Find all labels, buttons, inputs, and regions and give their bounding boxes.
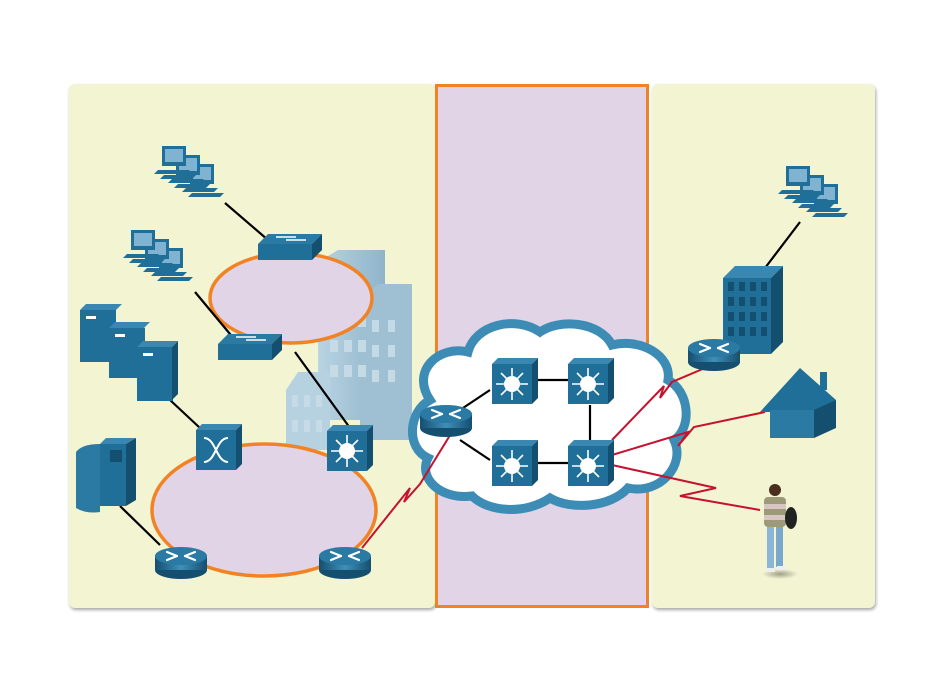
link-building-to-pcs: [764, 221, 801, 269]
lan-ring-top: [208, 251, 374, 345]
workstations-mid-left-icon[interactable]: [123, 230, 193, 281]
ethernet-links: [119, 202, 801, 546]
router-left-1-icon[interactable]: [153, 545, 209, 581]
link-servers-to-atm: [169, 399, 201, 429]
cloud-multilayer-switch-2-icon[interactable]: [567, 357, 615, 405]
workgroup-switch-top-icon[interactable]: [257, 233, 323, 261]
multilayer-switch-left-icon[interactable]: [326, 424, 374, 472]
lan-ring-bottom: [150, 442, 378, 578]
link-pcs-top-to-switch: [224, 202, 269, 241]
cloud-multilayer-switch-4-icon[interactable]: [567, 439, 615, 487]
workstations-top-left-icon[interactable]: [154, 146, 224, 197]
wan-cloud: [408, 319, 691, 514]
serial-links: [361, 367, 766, 549]
serial-link-to-home: [611, 411, 766, 456]
link-mainframe-to-router: [119, 505, 161, 546]
workstations-right-icon[interactable]: [778, 166, 848, 217]
branch-router-icon[interactable]: [686, 337, 742, 373]
mobile-user-icon[interactable]: [762, 484, 798, 579]
file-servers-icon[interactable]: [80, 304, 178, 401]
link-switch-to-l3: [294, 351, 351, 429]
link-cloudrouter-l3-1: [459, 389, 491, 411]
cloud-multilayer-switch-3-icon[interactable]: [491, 439, 539, 487]
mainframe-server-icon[interactable]: [76, 438, 136, 513]
serial-link-to-mobile-user: [611, 464, 761, 511]
link-pcs-mid-to-switch: [194, 291, 236, 341]
serial-link-to-branch: [611, 367, 706, 441]
serial-link-left-router-to-cloud: [361, 431, 453, 549]
workgroup-switch-bottom-icon[interactable]: [217, 333, 283, 361]
link-cloudrouter-l3-3: [459, 439, 491, 461]
branch-building-icon[interactable]: [723, 266, 783, 354]
home-icon[interactable]: [760, 368, 836, 438]
cloud-router-icon[interactable]: [418, 403, 474, 439]
atm-switch-icon[interactable]: [196, 424, 242, 470]
router-left-2-icon[interactable]: [317, 545, 373, 581]
cloud-multilayer-switch-1-icon[interactable]: [491, 357, 539, 405]
